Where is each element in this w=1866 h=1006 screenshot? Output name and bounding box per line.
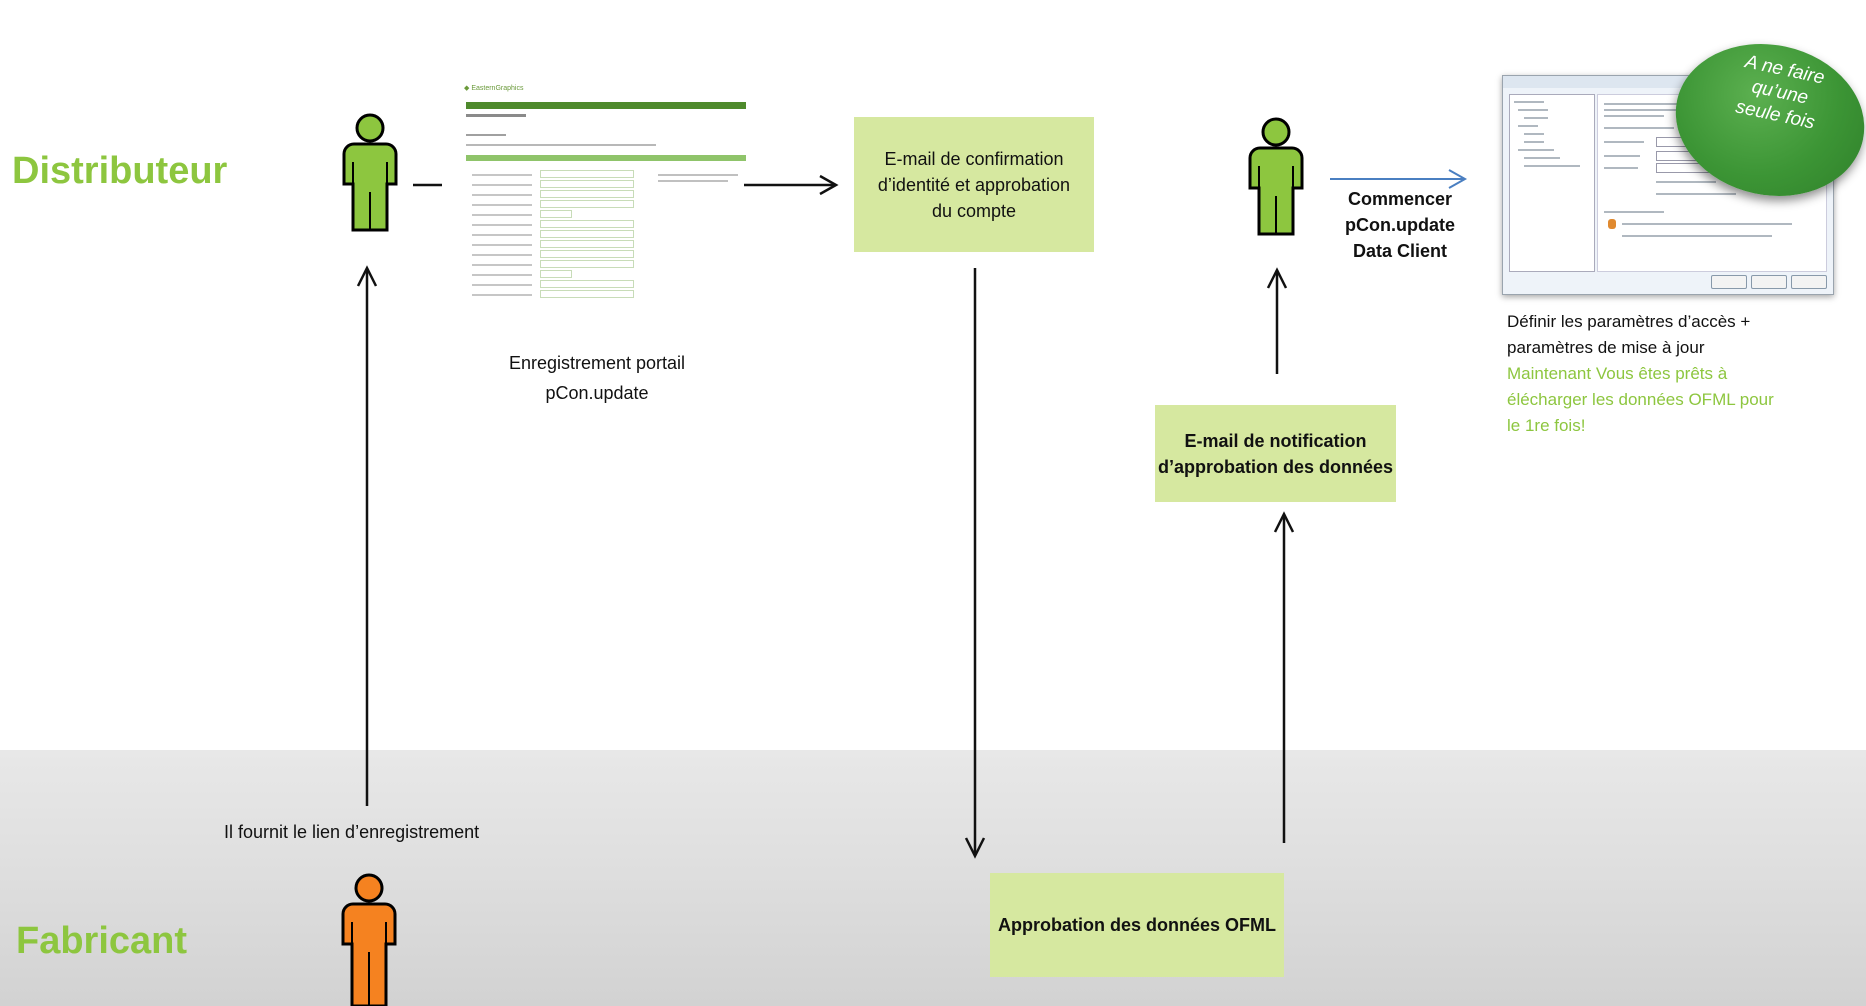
arrow-icon-confirmation-to-approval [964,268,986,859]
distributor-person-icon [342,113,398,232]
start-client-caption: Commencer pCon.update Data Client [1320,186,1480,264]
role-distributor-label: Distributeur [12,150,228,192]
ready-line-1: Maintenant Vous êtes prêts à [1507,364,1728,383]
ofml-approval-text: Approbation des données OFML [998,915,1276,935]
settings-line-2: paramètres de mise à jour [1507,338,1705,357]
arrow-icon-approval-to-notification [1273,511,1295,843]
portal-registration-caption: Enregistrement portail pCon.update [452,348,742,408]
portal-registration-line-2: pCon.update [545,383,649,403]
ofml-approval-box: Approbation des données OFML [990,873,1284,977]
start-client-line-1: Commencer [1347,189,1453,209]
distributor-person-icon-2 [1248,117,1304,236]
confirmation-email-box: E-mail de confirmation d’identité et app… [854,117,1094,252]
manufacturer-lane [0,750,1866,1006]
ready-line-2: élécharger les données OFML pour [1507,390,1774,409]
notification-email-box: E-mail de notification d’approbation des… [1155,405,1396,502]
arrow-icon-manufacturer-to-distributor [356,265,378,806]
role-manufacturer-label: Fabricant [16,920,188,962]
portal-registration-screenshot: ◆ EasternGraphics [462,82,746,302]
arrow-icon-portal-to-confirmation [744,174,839,196]
notification-email-text: E-mail de notification d’approbation des… [1157,430,1394,477]
settings-line-1: Définir les paramètres d’accès + [1507,312,1751,331]
start-client-line-3: Data Client [1352,241,1448,261]
registration-link-caption: Il fournit le lien d’enregistrement [224,822,480,842]
arrow-icon-notification-to-distributor [1266,267,1288,374]
portal-registration-line-1: Enregistrement portail [508,353,686,373]
ready-line-3: le 1re fois! [1507,416,1586,435]
manufacturer-person-icon [341,873,397,1006]
confirmation-email-text: E-mail de confirmation d’identité et app… [877,148,1071,221]
settings-caption: Définir les paramètres d’accès + paramèt… [1507,309,1847,439]
arrow-icon-start-client-to-settings [1330,169,1468,189]
start-client-line-2: pCon.update [1345,215,1455,235]
